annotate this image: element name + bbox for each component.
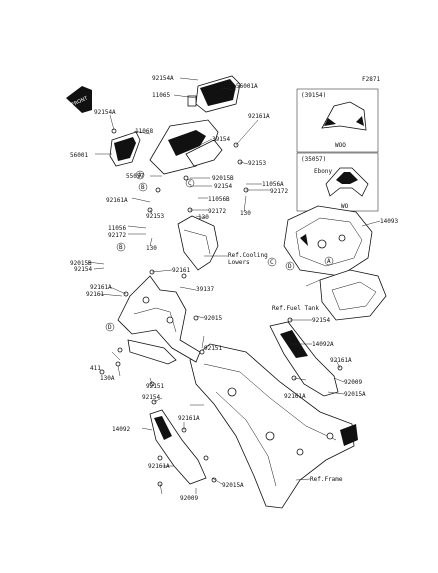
label-92015a-a: 92015A <box>344 391 366 398</box>
label-92154-c: 92154 <box>312 317 330 324</box>
leader-lines <box>87 77 381 495</box>
figure-code: F2871 <box>362 76 380 83</box>
label-11056a: 11056A <box>262 181 284 188</box>
label-11056: 11056 <box>108 225 126 232</box>
label-92154-b: 92154 <box>74 266 92 273</box>
svg-text:A: A <box>138 172 142 179</box>
mirror-right <box>187 75 241 113</box>
label-14093: 14093 <box>380 218 398 225</box>
label-56001a: 56001A <box>236 83 258 90</box>
label-130-a: 130 <box>198 214 209 221</box>
label-39137: 39137 <box>196 286 214 293</box>
note-ref-cooling-2: Lowers <box>228 259 250 266</box>
label-92161a-g: 92161A <box>148 463 170 470</box>
label-55057: 55057 <box>126 173 144 180</box>
label-92172-b: 92172 <box>208 208 226 215</box>
upper-cowl <box>149 119 223 175</box>
fuel-tank <box>319 269 387 321</box>
label-39154: 39154 <box>212 136 230 143</box>
label-92154a-left: 92154A <box>94 109 116 116</box>
ref-circle-c1: C <box>185 178 195 188</box>
label-92161-a: 92161 <box>172 267 190 274</box>
ref-circle-b1: B <box>138 182 148 192</box>
label-411: 411 <box>90 365 101 372</box>
label-92154-d: 92154 <box>142 394 160 401</box>
windshield-box: (39154) WOO <box>296 88 379 153</box>
label-92161a-e: 92161A <box>284 393 306 400</box>
svg-text:(35057): (35057) <box>301 156 326 163</box>
label-92151-b: 92151 <box>146 383 164 390</box>
note-ref-cooling: Ref.Cooling <box>228 252 268 259</box>
label-92009-a: 92009 <box>344 379 362 386</box>
label-11068: 11068 <box>135 128 153 135</box>
svg-text:C: C <box>270 259 274 266</box>
svg-text:WOO: WOO <box>335 142 346 149</box>
label-11065: 11065 <box>152 92 170 99</box>
ref-circle-d1: D <box>285 261 295 271</box>
svg-text:B: B <box>119 244 123 251</box>
label-92015: 92015 <box>204 315 222 322</box>
ref-circle-c2: C <box>267 257 277 267</box>
tank-cover <box>283 205 373 277</box>
label-92151-a: 92151 <box>204 345 222 352</box>
label-130a: 130A <box>100 375 115 382</box>
svg-text:A: A <box>327 258 331 265</box>
side-cover-left <box>149 409 207 485</box>
svg-text:B: B <box>141 184 145 191</box>
label-92153-right: 92153 <box>248 160 266 167</box>
ref-circle-a2: A <box>324 256 334 266</box>
ref-circle-b2: B <box>116 242 126 252</box>
svg-text:D: D <box>108 324 112 331</box>
ref-circle-d2: D <box>105 322 115 332</box>
svg-text:(39154): (39154) <box>301 92 326 99</box>
cover-box: (35057) Ebony WO <box>296 152 379 212</box>
label-92009-b: 92009 <box>180 495 198 502</box>
label-92161a-c: 92161A <box>90 284 112 291</box>
svg-text:WO: WO <box>341 203 349 210</box>
front-arrow-icon: FRONT <box>66 86 92 113</box>
label-92153-mid: 92153 <box>146 213 164 220</box>
label-14092a: 14092A <box>312 341 334 348</box>
label-14092: 14092 <box>112 426 130 433</box>
ref-circle-a1: A <box>135 170 145 180</box>
label-92172-c: 92172 <box>108 232 126 239</box>
svg-text:C: C <box>188 180 192 187</box>
svg-text:D: D <box>288 263 292 270</box>
label-92161a-top: 92161A <box>248 113 270 120</box>
label-92172-a: 92172 <box>270 188 288 195</box>
label-92154a: 92154A <box>152 75 174 82</box>
part-labels: 92154A 56001A 11065 92154A 11068 56001 9… <box>70 75 398 502</box>
label-92161a-f: 92161A <box>178 415 200 422</box>
label-92161-b: 92161 <box>86 291 104 298</box>
frame <box>189 343 358 509</box>
label-92161a-left: 92161A <box>106 197 128 204</box>
inner-cowl <box>177 215 219 271</box>
note-ref-fuel-tank: Ref.Fuel Tank <box>272 305 319 312</box>
label-130-c: 130 <box>146 245 157 252</box>
mirror-left <box>109 131 141 167</box>
label-92015b: 92015B <box>212 175 234 182</box>
label-92015a-b: 92015A <box>222 482 244 489</box>
fasteners <box>99 128 343 487</box>
label-56001: 56001 <box>70 152 88 159</box>
front-stay <box>117 275 201 365</box>
label-92161a-d: 92161A <box>330 357 352 364</box>
label-11056b: 11056B <box>208 196 230 203</box>
note-ref-frame: Ref.Frame <box>310 476 343 483</box>
svg-text:Ebony: Ebony <box>314 168 332 175</box>
label-92154-mid: 92154 <box>214 183 232 190</box>
label-92015b-b: 92015B <box>70 260 92 267</box>
label-130-b: 130 <box>240 210 251 217</box>
